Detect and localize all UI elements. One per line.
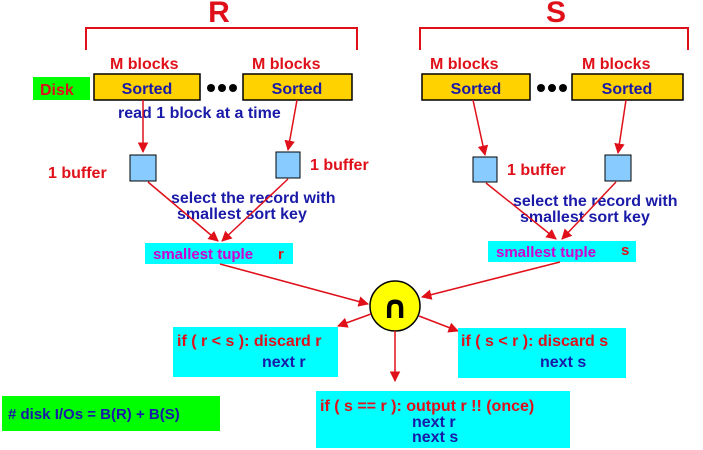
arrow-to-left-branch <box>337 313 372 328</box>
branch-left-condition: if ( r < s ): discard r <box>177 333 321 350</box>
arrow-sbuf2-to-smallest <box>561 181 617 240</box>
r-sorted-label-2: Sorted <box>272 81 323 98</box>
branch-equal-next-s: next s <box>412 429 458 446</box>
r-buffer-2-label: 1 buffer <box>310 157 369 174</box>
arrow-s2-to-buffer <box>614 99 627 155</box>
s-buffer-1 <box>472 156 498 183</box>
r-mblocks-label-2: M blocks <box>252 56 321 73</box>
smallest-tuple-r-text: smallest tuple <box>153 246 253 263</box>
relation-r-bracket <box>85 27 358 50</box>
intersect-symbol: ∩ <box>382 288 408 326</box>
io-formula-box: # disk I/Os = B(R) + B(S) <box>2 396 220 431</box>
branch-right-box: if ( s < r ): discard s next s <box>458 328 626 378</box>
s-mblocks-label-2: M blocks <box>582 56 651 73</box>
r-select-note-line2: smallest sort key <box>177 206 307 223</box>
relation-r-group: R <box>85 0 358 50</box>
arrow-to-right-branch <box>418 315 459 333</box>
arrow-r2-to-buffer <box>284 99 298 152</box>
s-sorted-label-1: Sorted <box>451 81 502 98</box>
arrow-r-to-intersect <box>219 263 370 307</box>
r-buffer-1-label: 1 buffer <box>48 165 107 182</box>
disk-label-box <box>33 77 90 100</box>
relation-s-bracket <box>419 27 689 50</box>
branch-equal-box: if ( s == r ): output r !! (once) next r… <box>316 391 570 448</box>
smallest-tuple-r-box: smallest tuple r <box>145 243 293 264</box>
disk-label: Disk <box>40 82 74 99</box>
r-mblocks-label-1: M blocks <box>110 56 179 73</box>
s-select-note-line1: select the record with <box>513 193 678 210</box>
smallest-tuple-s-text: smallest tuple <box>496 244 596 261</box>
smallest-tuple-s-box: smallest tuple s <box>488 241 636 262</box>
branch-equal-next-r: next r <box>412 414 456 431</box>
s-sorted-block-2: Sorted <box>571 73 684 101</box>
s-select-note-line2: smallest sort key <box>520 209 650 226</box>
s-buffer-2 <box>604 154 632 182</box>
s-sorted-label-2: Sorted <box>602 81 653 98</box>
r-sorted-label-1: Sorted <box>122 81 173 98</box>
smallest-tuple-s-var: s <box>621 242 629 259</box>
branch-equal-condition: if ( s == r ): output r !! (once) <box>320 398 534 415</box>
branch-right-condition: if ( s < r ): discard s <box>461 333 608 350</box>
r-buffer-1 <box>129 154 157 182</box>
arrow-s1-to-buffer <box>472 99 489 157</box>
relation-s-title: S <box>546 0 566 29</box>
read-one-block-note: read 1 block at a time <box>118 105 281 122</box>
s-sorted-block-1: Sorted <box>421 73 531 101</box>
intersect-operator: ∩ <box>369 280 421 332</box>
branch-right-next: next s <box>540 354 586 371</box>
branch-left-box: if ( r < s ): discard r next r <box>173 327 338 377</box>
smallest-tuple-r-var: r <box>278 246 284 263</box>
arrow-sbuf1-to-smallest <box>485 182 557 240</box>
s-buffer-1-label: 1 buffer <box>507 162 566 179</box>
r-ellipsis-dots <box>207 84 237 92</box>
relation-s-group: S <box>419 0 689 50</box>
io-formula: # disk I/Os = B(R) + B(S) <box>8 406 180 423</box>
relation-r-title: R <box>208 0 230 29</box>
arrow-rbuf1-to-smallest <box>147 181 219 242</box>
r-sorted-block-1: Sorted <box>93 73 201 101</box>
arrow-s-to-intersect <box>420 261 561 300</box>
s-mblocks-label-1: M blocks <box>430 56 499 73</box>
branch-left-next: next r <box>262 354 306 371</box>
s-ellipsis-dots <box>537 84 567 92</box>
r-sorted-block-2: Sorted <box>242 73 353 101</box>
r-buffer-2 <box>275 151 301 179</box>
arrow-rbuf2-to-smallest <box>221 178 289 242</box>
r-select-note-line1: select the record with <box>171 190 336 207</box>
